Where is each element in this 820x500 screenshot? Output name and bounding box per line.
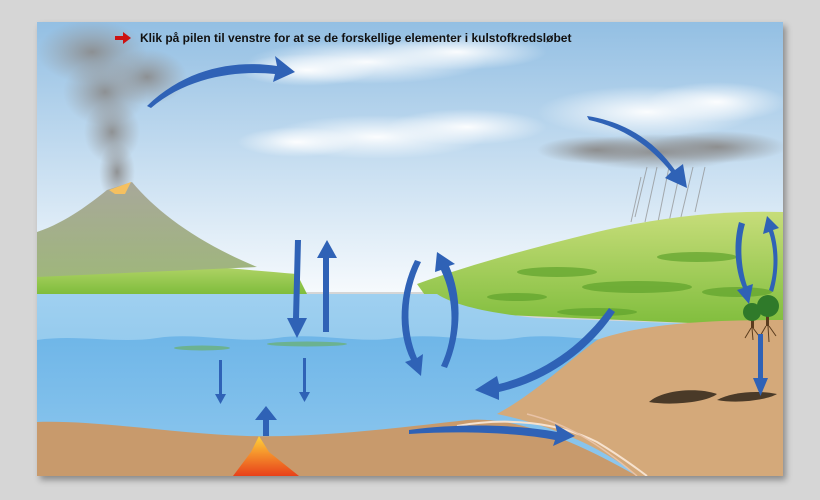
arrow-sinking-right[interactable] (299, 358, 310, 402)
scene-illustration (37, 22, 783, 476)
cloud-middle (237, 109, 547, 159)
volcano (37, 182, 257, 277)
arrow-sinking-left[interactable] (215, 360, 226, 404)
arrow-atmosphere-to-sea[interactable] (287, 240, 307, 338)
volcano-glow (109, 182, 131, 194)
arrow-curve-up[interactable] (435, 252, 459, 368)
sea-floor (37, 419, 637, 476)
fossil-deposit-right (717, 392, 777, 402)
algae (174, 341, 347, 351)
red-arrow-right-icon[interactable] (115, 32, 131, 44)
instruction-text: Klik på pilen til venstre for at se de f… (140, 31, 572, 45)
instruction-hint: Klik på pilen til venstre for at se de f… (115, 31, 571, 45)
carbon-cycle-diagram: Klik på pilen til venstre for at se de f… (37, 22, 783, 476)
arrow-plants-down[interactable] (735, 222, 753, 304)
lava-vent (233, 436, 299, 476)
arrow-atmosphere-to-land[interactable] (587, 116, 687, 188)
cloud-top (237, 34, 547, 86)
cloud-right (537, 82, 783, 138)
right-ground (497, 320, 783, 476)
arrow-ocean-to-seabed[interactable] (409, 424, 575, 446)
arrow-curve-down[interactable] (401, 260, 423, 376)
arrow-sea-to-atmosphere[interactable] (317, 240, 337, 332)
arrow-land-to-ocean[interactable] (475, 308, 615, 400)
subduction-line (526, 413, 638, 476)
fossil-deposit-left (649, 390, 717, 404)
arrow-plants-up[interactable] (763, 216, 779, 292)
arrow-volcano-to-atmosphere[interactable] (147, 56, 295, 108)
carbon-flow-arrows (147, 56, 779, 446)
arrow-vent-up[interactable] (255, 406, 277, 436)
hill-shading (487, 252, 772, 316)
tree-left (743, 303, 761, 341)
arrow-trees-to-fossil[interactable] (753, 334, 768, 396)
